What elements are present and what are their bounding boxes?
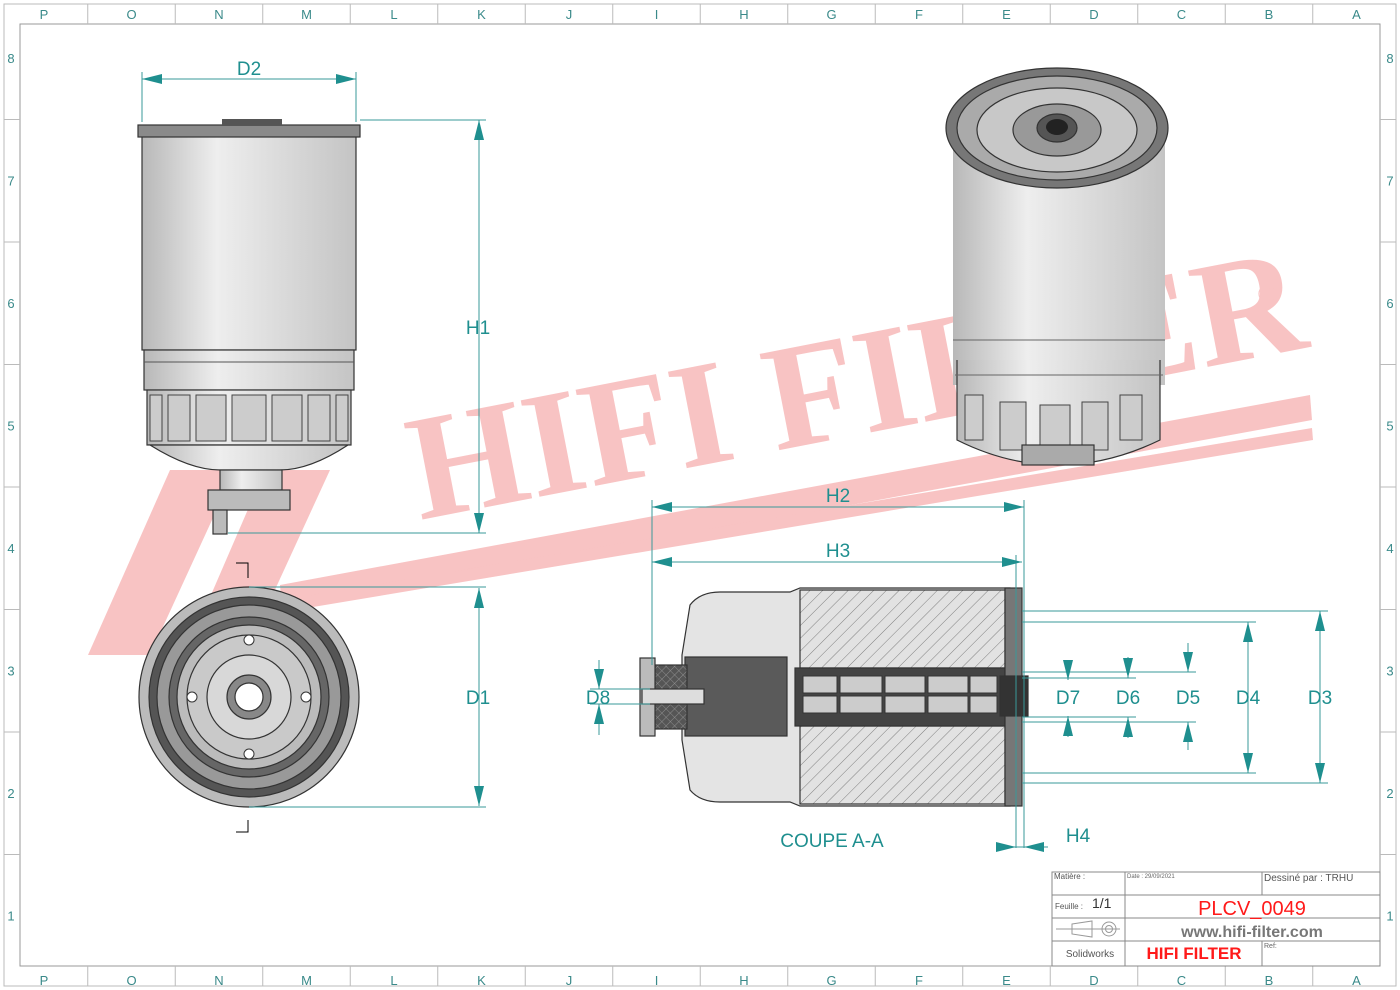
dim-label-d4: D4 — [1236, 688, 1261, 709]
dimension-labels: D2 H1 D1 H2 H3 D8 D7 D6 D5 D4 D3 H4 COUP… — [237, 59, 1332, 852]
grid-column-label: P — [40, 7, 49, 22]
grid-row-label: 6 — [1386, 296, 1393, 311]
grid-column-label: H — [739, 973, 748, 988]
sheet-label: Feuille : — [1055, 902, 1083, 911]
projection-symbol-icon — [1056, 920, 1120, 938]
grid-column-label: M — [301, 7, 312, 22]
grid-row-label: 1 — [7, 909, 14, 924]
dim-label-h3: H3 — [826, 541, 850, 562]
grid-row-label: 2 — [1386, 786, 1393, 801]
grid-column-label: M — [301, 973, 312, 988]
dim-label-d8: D8 — [586, 688, 610, 709]
dim-label-d3: D3 — [1308, 688, 1332, 709]
grid-row-label: 2 — [7, 786, 14, 801]
dim-label-d7: D7 — [1056, 688, 1080, 709]
filter-iso-view — [945, 67, 1169, 466]
grid-row-label: 3 — [7, 664, 14, 679]
grid-column-label: L — [390, 973, 397, 988]
grid-column-label: E — [1002, 7, 1011, 22]
grid-column-label: C — [1177, 973, 1186, 988]
grid-row-label: 3 — [1386, 664, 1393, 679]
grid-row-label: 4 — [1386, 541, 1393, 556]
website-text: www.hifi-filter.com — [1180, 924, 1323, 941]
title-block: Matière : Date : 29/09/2021 Dessiné par … — [1051, 871, 1381, 967]
grid-row-label: 8 — [7, 51, 14, 66]
dim-label-h2: H2 — [826, 486, 850, 507]
grid-column-label: F — [915, 973, 923, 988]
grid-row-label: 6 — [7, 296, 14, 311]
dim-label-d2: D2 — [237, 59, 261, 80]
grid-column-label: O — [126, 973, 136, 988]
dimension-lines — [141, 72, 1328, 852]
grid-column-label: O — [126, 7, 136, 22]
sheet-value: 1/1 — [1092, 895, 1112, 911]
grid-column-label: C — [1177, 7, 1186, 22]
registered-mark: ® — [1258, 279, 1277, 309]
grid-column-labels: P P O O N N M M L L K K J J I I H H G G F F E E D D C C B B A A — [40, 4, 1361, 988]
grid-row-label: 4 — [7, 541, 14, 556]
grid-row-label: 5 — [1386, 419, 1393, 434]
filter-side-view — [137, 119, 361, 535]
grid-column-label: J — [566, 973, 573, 988]
software-label: Solidworks — [1066, 949, 1114, 960]
matiere-label: Matière : — [1054, 872, 1085, 881]
grid-row-labels: 8 8 7 7 6 6 5 5 4 4 3 3 2 2 1 1 — [4, 51, 1396, 924]
grid-column-label: G — [826, 7, 836, 22]
filter-bottom-view — [138, 562, 360, 833]
grid-row-label: 5 — [7, 419, 14, 434]
filter-section-view — [639, 587, 1029, 807]
dim-label-h1: H1 — [466, 318, 490, 339]
grid-column-label: I — [655, 7, 659, 22]
grid-column-label: D — [1089, 973, 1098, 988]
grid-column-label: D — [1089, 7, 1098, 22]
dim-label-d6: D6 — [1116, 688, 1140, 709]
grid-column-label: K — [477, 973, 486, 988]
grid-column-label: G — [826, 973, 836, 988]
grid-column-label: K — [477, 7, 486, 22]
grid-column-label: L — [390, 7, 397, 22]
grid-column-label: J — [566, 7, 573, 22]
grid-column-label: I — [655, 973, 659, 988]
drawing-reference: PLCV_0049 — [1198, 898, 1306, 920]
grid-column-label: A — [1352, 973, 1361, 988]
grid-column-label: B — [1265, 7, 1274, 22]
grid-row-label: 1 — [1386, 909, 1393, 924]
grid-row-label: 7 — [1386, 174, 1393, 189]
grid-row-label: 8 — [1386, 51, 1393, 66]
ref-label: Ref: — [1264, 943, 1277, 950]
grid-column-label: N — [214, 7, 223, 22]
date-label: Date : 29/09/2021 — [1127, 874, 1175, 880]
dim-label-d5: D5 — [1176, 688, 1200, 709]
grid-row-label: 7 — [7, 174, 14, 189]
grid-column-label: E — [1002, 973, 1011, 988]
grid-column-label: H — [739, 7, 748, 22]
section-label: COUPE A-A — [780, 831, 884, 852]
grid-column-label: N — [214, 973, 223, 988]
dim-label-d1: D1 — [466, 688, 490, 709]
grid-column-label: B — [1265, 973, 1274, 988]
grid-column-label: F — [915, 7, 923, 22]
brand-label: HIFI FILTER — [1146, 944, 1241, 963]
drawn-by-label: Dessiné par : TRHU — [1264, 873, 1353, 884]
grid-column-label: P — [40, 973, 49, 988]
grid-column-label: A — [1352, 7, 1361, 22]
dim-label-h4: H4 — [1066, 826, 1091, 847]
